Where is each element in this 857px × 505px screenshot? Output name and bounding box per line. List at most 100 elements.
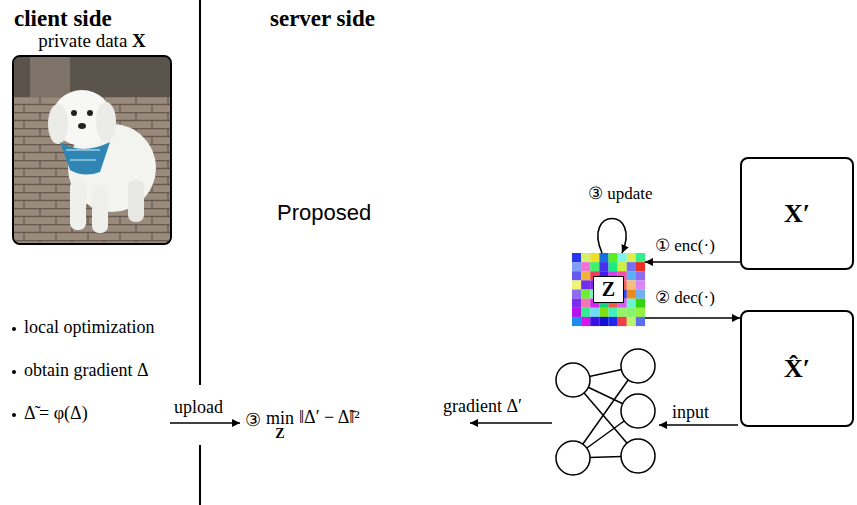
noise-pixel	[599, 262, 608, 271]
node-heading: private data X	[38, 30, 146, 52]
noise-pixel	[609, 262, 618, 271]
objective-formula: ‖Δ′ − Δ̃‖²	[299, 407, 360, 428]
noise-pixel	[636, 253, 645, 262]
noise-pixel	[627, 262, 636, 271]
bandana-pattern	[66, 150, 100, 160]
flow-arrow	[598, 219, 626, 254]
dog-ear	[48, 104, 68, 144]
step-text: local optimization	[24, 317, 154, 338]
gradient-arrow	[470, 422, 552, 424]
noise-pixel	[636, 290, 645, 299]
dog-nose	[78, 123, 86, 129]
noise-pixel	[627, 299, 636, 308]
bullet-dot	[12, 327, 16, 331]
noise-pixel	[636, 317, 645, 326]
noise-pixel	[572, 290, 581, 299]
bandana	[60, 142, 110, 175]
noise-pixel	[609, 253, 618, 262]
min-operator: minZ	[266, 408, 294, 442]
noise-pixel	[572, 308, 581, 317]
noise-pixel	[572, 253, 581, 262]
noise-pixel	[636, 308, 645, 317]
noise-pixel	[627, 308, 636, 317]
neuron	[556, 441, 590, 475]
noise-pixel	[599, 308, 608, 317]
edge-label: ② dec(·)	[655, 288, 715, 308]
noise-pixel	[636, 271, 645, 280]
noise-pixel	[599, 317, 608, 326]
flow-arrow	[645, 261, 740, 263]
neural-network	[556, 349, 655, 475]
objective-group: ③minZ‖Δ′ − Δ̃‖²	[245, 404, 360, 442]
noise-pixel	[599, 253, 608, 262]
latent-code: Z	[572, 253, 645, 326]
dog-leg	[70, 180, 86, 230]
node-label: X̂′	[784, 352, 810, 386]
dog-leg	[92, 185, 108, 233]
arrow-label: input	[672, 402, 709, 423]
operator-text: min	[266, 408, 294, 429]
side-heading: client side	[14, 6, 112, 32]
dog-eye	[71, 110, 77, 116]
noise-pixel	[581, 317, 590, 326]
dog-eye	[87, 110, 93, 116]
noise-pixel	[618, 308, 627, 317]
noise-pixel	[590, 308, 599, 317]
noise-pixel	[590, 262, 599, 271]
edge-label: ③ update	[588, 184, 653, 204]
noise-pixel	[590, 253, 599, 262]
image-box: X′	[740, 157, 854, 270]
noise-pixel	[627, 317, 636, 326]
neuron	[621, 394, 655, 428]
noise-pixel	[627, 271, 636, 280]
noise-pixel	[581, 280, 590, 289]
bullet-dot	[12, 413, 16, 417]
noise-pixel	[581, 299, 590, 308]
dog-ear	[96, 102, 116, 142]
callout-number: ③	[245, 410, 261, 431]
neuron	[621, 439, 655, 473]
image-box: X̂′	[740, 310, 854, 427]
noise-pixel	[636, 280, 645, 289]
noise-pixel	[581, 290, 590, 299]
noise-pixel	[609, 308, 618, 317]
input-arrow	[659, 424, 738, 426]
noise-pixel	[618, 253, 627, 262]
node-label: Z	[593, 276, 624, 303]
doorway-frame	[30, 57, 70, 97]
arrow-label: gradient Δ′	[443, 396, 522, 417]
noise-pixel	[627, 280, 636, 289]
method-label: Proposed	[277, 200, 371, 225]
noise-pixel	[572, 280, 581, 289]
neuron	[556, 363, 590, 397]
node-label: X′	[784, 197, 810, 231]
noise-pixel	[618, 262, 627, 271]
divider-line	[199, 445, 201, 505]
noise-pixel	[609, 317, 618, 326]
flow-arrow	[645, 317, 740, 319]
variable-symbol: X	[132, 30, 146, 51]
noise-pixel	[636, 262, 645, 271]
noise-pixel	[636, 299, 645, 308]
dog-photo	[14, 57, 170, 243]
noise-pixel	[581, 308, 590, 317]
connectors	[598, 219, 740, 319]
divider-line	[199, 0, 201, 385]
noise-pixel	[627, 253, 636, 262]
noise-pixel	[581, 253, 590, 262]
arrow-label: upload	[174, 397, 223, 418]
noise-pixel	[581, 262, 590, 271]
neuron	[621, 349, 655, 383]
noise-image	[572, 253, 645, 326]
side-heading: server side	[270, 6, 375, 32]
step-text: obtain gradient Δ	[24, 360, 149, 381]
bullet-dot	[12, 370, 16, 374]
dog-leg	[128, 180, 144, 222]
doorway	[14, 57, 170, 97]
noise-pixel	[581, 271, 590, 280]
data-image-box: private data X	[12, 55, 172, 245]
noise-pixel	[590, 317, 599, 326]
noise-pixel	[618, 317, 627, 326]
